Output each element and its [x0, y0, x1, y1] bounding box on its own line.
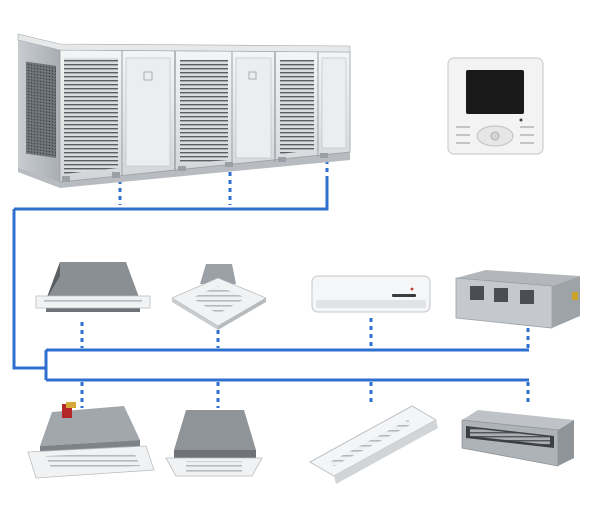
ceiling-cassette-icon [27, 402, 155, 479]
ceiling-floor-unit-icon [308, 405, 438, 484]
compact-cassette-icon [165, 410, 263, 477]
outdoor-unit-icon [17, 33, 351, 188]
pipe-drops [80, 160, 530, 408]
refrigerant-pipes [12, 178, 529, 382]
one-way-cassette-icon [35, 262, 151, 312]
wired-controller-icon [447, 57, 544, 155]
wall-mounted-unit-icon [311, 275, 431, 313]
ducted-unit-icon [455, 270, 580, 329]
slim-duct-unit-icon [461, 410, 574, 467]
four-way-cassette-icon [171, 264, 267, 330]
